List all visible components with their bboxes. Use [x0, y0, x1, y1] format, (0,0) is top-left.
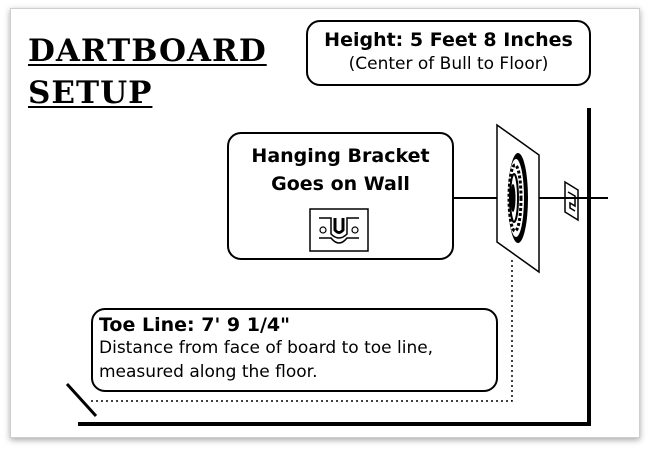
title-line-2: SETUP: [28, 75, 153, 111]
toe-line-marker: [65, 382, 98, 418]
bracket-label-line-1: Hanging Bracket: [251, 145, 430, 167]
page-title: DARTBOARD SETUP: [28, 30, 267, 114]
height-sublabel: (Center of Bull to Floor): [348, 54, 549, 74]
toe-line-label: Toe Line: 7' 9 1/4": [99, 314, 291, 336]
title-line-1: DARTBOARD: [28, 33, 267, 69]
wall-bracket-icon: [564, 180, 579, 222]
height-callout: Height: 5 Feet 8 Inches (Center of Bull …: [306, 20, 591, 86]
toe-line-callout: Toe Line: 7' 9 1/4" Distance from face o…: [91, 308, 498, 392]
height-label: Height: 5 Feet 8 Inches: [324, 29, 573, 51]
bracket-label-line-2: Goes on Wall: [271, 173, 410, 195]
bracket-callout: Hanging Bracket Goes on Wall: [227, 132, 454, 260]
toe-line-desc-2: measured along the floor.: [99, 362, 318, 382]
toe-distance-dotted-line: [91, 258, 513, 402]
dartboard-icon: [507, 153, 528, 243]
toe-line-desc-1: Distance from face of board to toe line,: [99, 338, 434, 358]
u-bracket-icon: [309, 208, 369, 252]
